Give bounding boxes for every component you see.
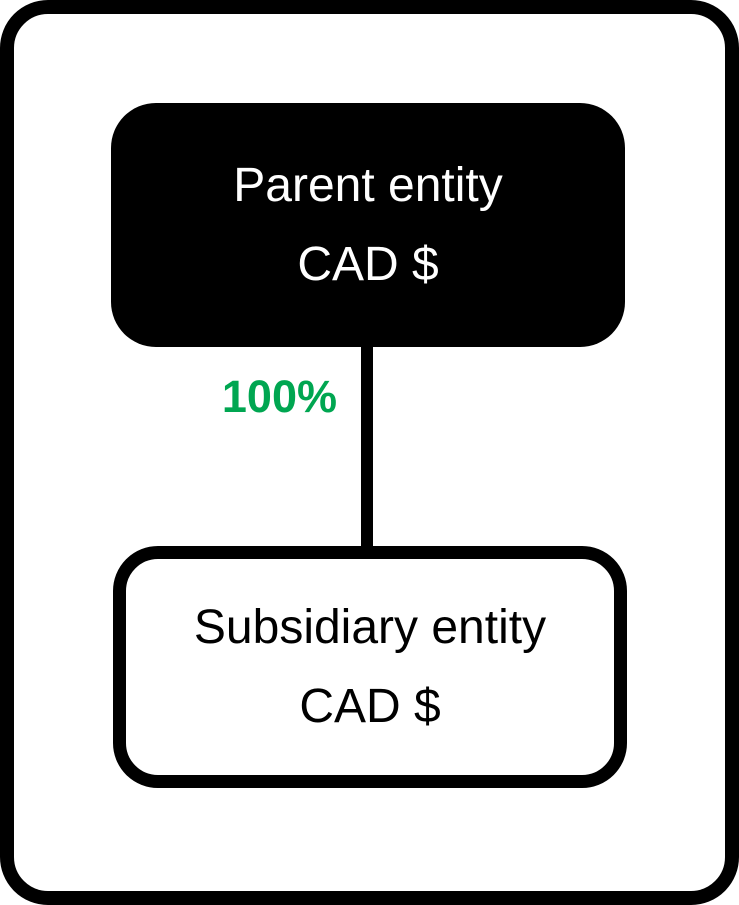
ownership-percentage-label: 100% bbox=[221, 371, 337, 422]
subsidiary-entity-name: Subsidiary entity bbox=[193, 600, 547, 654]
parent-entity-currency: CAD $ bbox=[297, 237, 439, 291]
subsidiary-entity-currency: CAD $ bbox=[299, 679, 441, 733]
subsidiary-entity-node: Subsidiary entity CAD $ bbox=[113, 546, 627, 788]
ownership-connector-line bbox=[361, 345, 373, 548]
parent-entity-node: Parent entity CAD $ bbox=[111, 103, 625, 347]
parent-entity-name: Parent entity bbox=[233, 158, 503, 212]
